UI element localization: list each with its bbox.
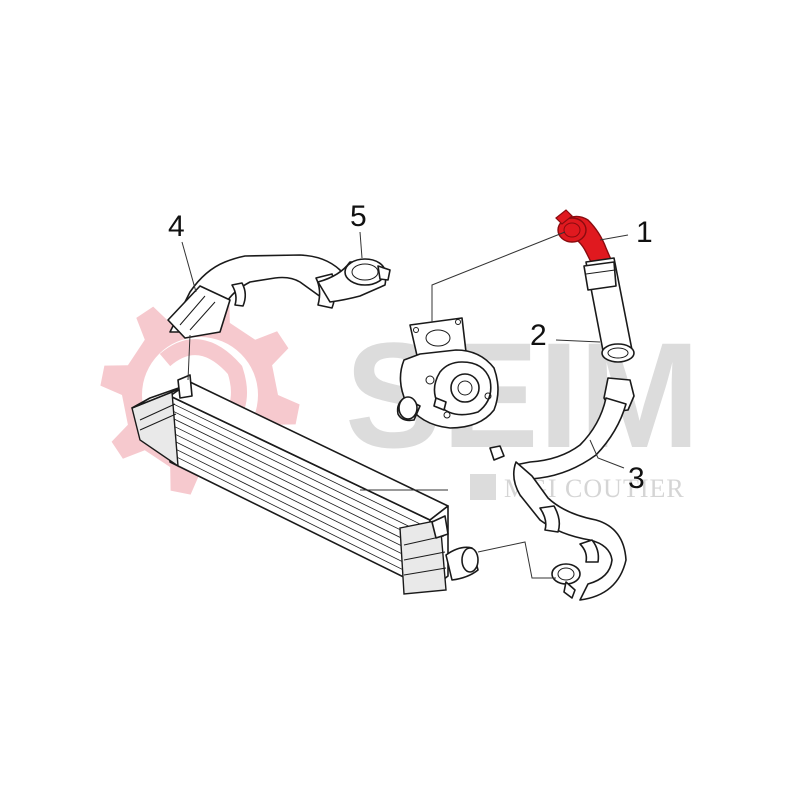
brand-wordmark: SEIM (345, 311, 700, 479)
intercooler-fin (171, 424, 429, 552)
callout-1: 1 (636, 216, 653, 249)
leader-4 (181, 241, 197, 293)
intercooler-fin (171, 454, 429, 583)
intercooler (131, 374, 479, 595)
leader-3-outlet (477, 541, 556, 579)
intercooler-fin (171, 446, 429, 575)
turbocharger (396, 317, 499, 429)
hose-1 (555, 209, 613, 269)
intercooler-fin (171, 410, 429, 536)
intercooler-fins (171, 402, 429, 583)
hose-2 (583, 257, 635, 363)
leader-2 (555, 339, 601, 343)
hose-4 (167, 254, 346, 339)
intercooler-fin (171, 439, 429, 568)
callout-5: 5 (350, 200, 367, 233)
sub-brand-icon (470, 474, 496, 500)
intercooler-fin (171, 402, 429, 529)
hose-5 (317, 258, 391, 303)
leader-5 (359, 231, 363, 259)
callout-3: 3 (628, 462, 645, 495)
callout-4: 4 (168, 210, 185, 243)
hose-3 (489, 377, 635, 601)
leader-4-cooler (187, 334, 191, 381)
leader-1-turbo (431, 231, 566, 322)
intercooler-fin (171, 432, 429, 560)
callout-labels: 1 2 3 4 5 (168, 200, 653, 495)
intercooler-fin (171, 417, 429, 544)
leader-lines (181, 231, 629, 579)
callout-2: 2 (530, 319, 547, 352)
leader-1 (599, 234, 629, 241)
leader-3 (589, 439, 625, 469)
